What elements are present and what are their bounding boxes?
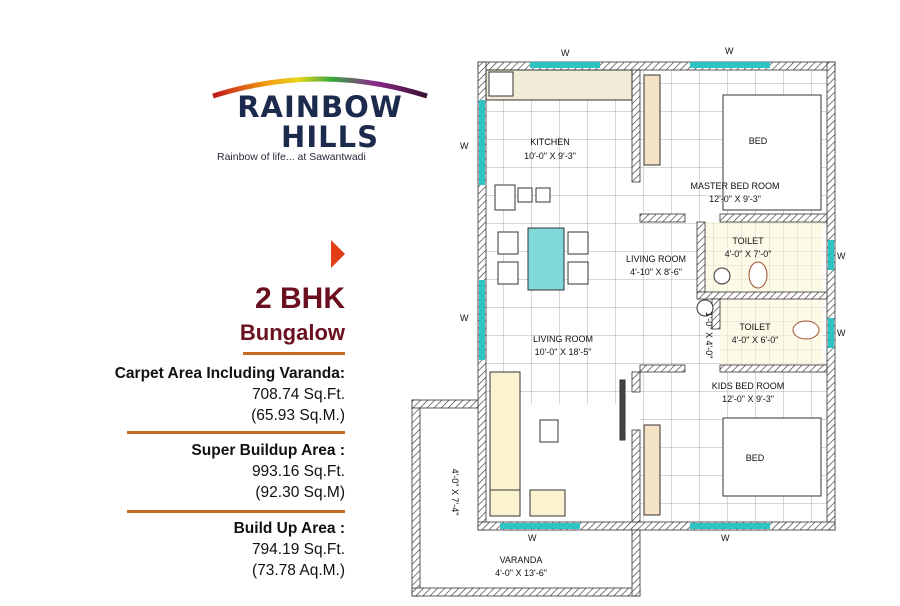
rainbow-arc-icon — [212, 76, 428, 99]
divider — [127, 510, 345, 513]
play-arrow-icon — [331, 240, 345, 268]
varanda-name: VARANDA — [500, 555, 543, 565]
unit-subtype: Bungalow — [239, 320, 345, 345]
logo-name-line1: RAINBOW — [237, 90, 403, 124]
logo-tagline: Rainbow of life... at Sawantwadi — [217, 151, 366, 163]
master-bedroom-name: MASTER BED ROOM — [690, 181, 779, 191]
super-buildup-area: Super Buildup Area : 993.16 Sq.Ft. (92.3… — [191, 440, 345, 503]
living-small-name: LIVING ROOM — [626, 254, 686, 264]
area-sqft: 794.19 Sq.Ft. — [251, 541, 345, 558]
kids-bedroom-size: 12'-0" X 9'-3" — [722, 394, 774, 404]
toilet2-name: TOILET — [739, 322, 771, 332]
logo-name-line2: HILLS — [281, 120, 379, 154]
window-label: W — [528, 533, 537, 543]
build-up-area: Build Up Area : 794.19 Sq.Ft. (73.78 Aq.… — [234, 518, 345, 581]
window-label: W — [837, 251, 846, 261]
kitchen-name: KITCHEN — [530, 137, 570, 147]
divider — [127, 431, 345, 434]
area-sqm: (73.78 Aq.M.) — [251, 562, 345, 579]
area-sqft: 708.74 Sq.Ft. — [251, 386, 345, 403]
master-bed-label: BED — [749, 136, 768, 146]
unit-type: 2 BHK — [254, 282, 345, 315]
area-sqm: (92.30 Sq.M) — [255, 484, 345, 501]
toilet2-size: 4'-0" X 6'-0" — [732, 335, 779, 345]
area-label: Super Buildup Area : — [191, 442, 345, 459]
living-small-size: 4'-10" X 8'-6" — [630, 267, 682, 277]
toilet1-name: TOILET — [732, 236, 764, 246]
window-label: W — [460, 313, 469, 323]
kitchen-size: 10'-0" X 9'-3" — [524, 151, 576, 161]
living-size: 10'-0" X 18'-5" — [535, 347, 592, 357]
master-bedroom-size: 12'-0" X 9'-3" — [709, 194, 761, 204]
window-label: W — [561, 48, 570, 58]
logo: RAINBOW HILLS Rainbow of life... at Sawa… — [205, 70, 445, 165]
living-name: LIVING ROOM — [533, 334, 593, 344]
area-label: Carpet Area Including Varanda: — [114, 365, 345, 382]
side-varanda-size: 4'-0" X 7'-4" — [450, 469, 460, 516]
area-sqm: (65.93 Sq.M.) — [251, 407, 345, 424]
area-label: Build Up Area : — [233, 520, 345, 537]
divider — [243, 352, 345, 355]
window-label: W — [460, 141, 469, 151]
windows — [479, 62, 834, 529]
varanda-size: 4'-0" X 13'-6" — [495, 568, 547, 578]
wash-size: 1'-0" X 4'-0" — [704, 312, 714, 359]
window-label: W — [721, 533, 730, 543]
window-label: W — [725, 46, 734, 56]
window-label: W — [837, 328, 846, 338]
carpet-area: Carpet Area Including Varanda: 708.74 Sq… — [115, 363, 345, 426]
area-sqft: 993.16 Sq.Ft. — [251, 463, 345, 480]
kids-bed-label: BED — [746, 453, 765, 463]
toilet1-size: 4'-0" X 7'-0" — [725, 249, 772, 259]
kids-bedroom-name: KIDS BED ROOM — [712, 381, 785, 391]
furniture — [485, 69, 822, 517]
